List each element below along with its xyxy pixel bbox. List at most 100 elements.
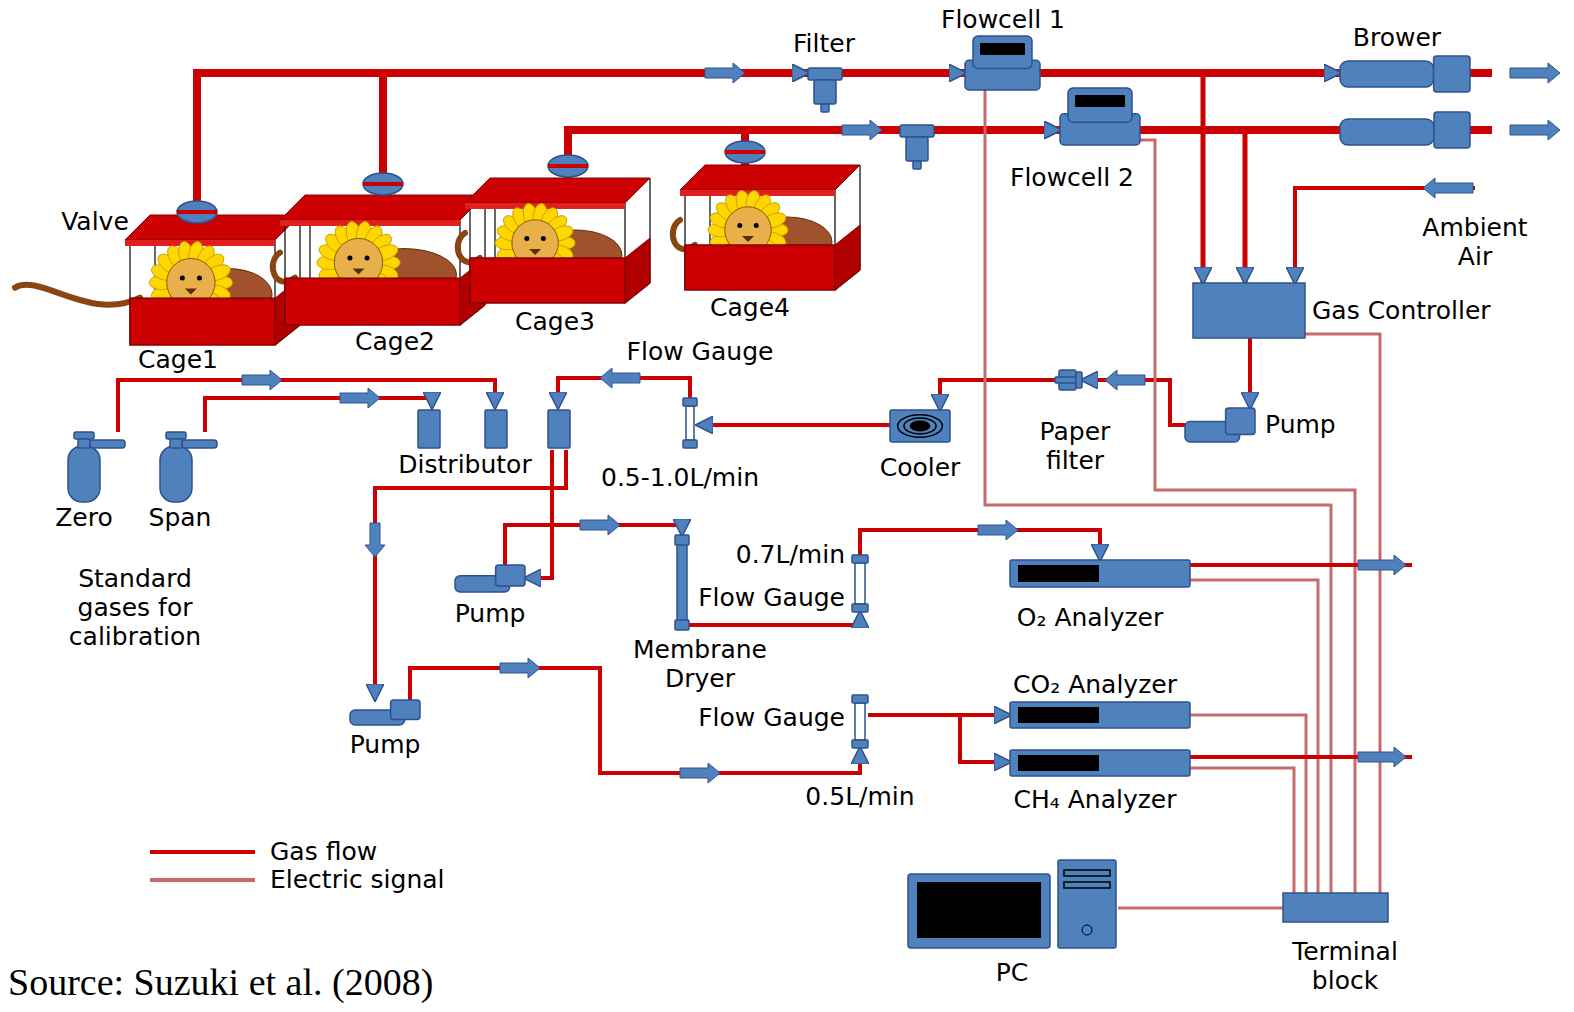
- flow-arrow: [1510, 120, 1560, 140]
- signal-wire: [1118, 907, 1283, 910]
- cage: Cage1: [130, 215, 275, 345]
- cylinder-valve: [182, 440, 217, 448]
- cylinder-valve: [90, 440, 125, 448]
- gas-line: [842, 69, 965, 77]
- analyzer-label: O₂ Analyzer: [1017, 604, 1163, 633]
- flow-arrow: [1510, 63, 1560, 83]
- flow-arrow: [680, 763, 720, 783]
- flow-gauge: 0.7L/minFlow Gauge: [852, 555, 868, 612]
- pump-icon: [1185, 408, 1255, 442]
- flow-arrow: [365, 523, 385, 557]
- cage-icon: [673, 165, 860, 290]
- flow-arrow: [680, 763, 720, 783]
- gauge-cap: [852, 555, 868, 563]
- analyzer-icon: [1010, 702, 1190, 728]
- flow-arrow: [705, 63, 745, 83]
- flow-arrow: [1423, 178, 1473, 198]
- pump: Pump: [350, 700, 420, 725]
- gauge-tube: [686, 406, 694, 440]
- pump-label: Pump: [350, 731, 421, 760]
- paper-filter: Paper filter: [1055, 368, 1082, 392]
- cylinder-head: [166, 432, 186, 439]
- cage-base-side: [835, 225, 860, 290]
- legend-text: Gas flow: [270, 838, 377, 866]
- flow-arrow: [340, 388, 380, 408]
- filter-drain: [913, 161, 921, 169]
- flow-arrow: [580, 515, 620, 535]
- blower-label: Brower: [1353, 24, 1441, 53]
- flow-arrow: [1510, 63, 1560, 83]
- pump: Pump: [455, 565, 525, 592]
- distributor-block: [418, 410, 440, 448]
- cage-base: [685, 245, 835, 290]
- flow-gauge-icon: [852, 695, 868, 748]
- gauge-cap: [683, 440, 697, 448]
- flowcell-icon: [1060, 88, 1140, 145]
- gas-line: [375, 450, 566, 700]
- flow-arrow: [1358, 747, 1406, 767]
- flowcell-icon: [965, 36, 1040, 90]
- flow-arrow: [600, 368, 640, 388]
- blower-icon: [1340, 112, 1470, 148]
- legend-line-sample: [150, 850, 255, 854]
- monitor: [908, 874, 1050, 948]
- cylinder-body: [160, 446, 192, 502]
- flowcell-label: Flowcell 1: [941, 6, 1065, 35]
- cage-icon: [458, 178, 650, 303]
- flow-arrow: [1358, 555, 1406, 575]
- pump-head: [391, 700, 420, 720]
- signal-wire: [1190, 768, 1294, 893]
- drive-bay: [1064, 870, 1110, 876]
- membrane-dryer-icon: [675, 535, 689, 630]
- flow-arrow: [1358, 555, 1406, 575]
- pump-icon: [455, 565, 525, 592]
- cooler-coil: [904, 418, 936, 434]
- part-label: Standard gases for calibration: [48, 565, 223, 651]
- gauge-cap: [852, 695, 868, 703]
- cage-base: [285, 278, 460, 325]
- cage: Cage4: [685, 165, 835, 290]
- gas-line: [689, 612, 860, 625]
- gas-controller-icon: [1193, 283, 1305, 338]
- paper-filter-label: Paper filter: [1025, 418, 1125, 476]
- gas-controller-label: Gas Controller: [1312, 297, 1491, 326]
- flow-arrow: [978, 520, 1018, 540]
- cooler-label: Cooler: [880, 454, 961, 483]
- cylinder-body: [68, 446, 100, 502]
- gas-cylinder-label: Span: [149, 504, 212, 533]
- flowcell-head: [973, 36, 1032, 68]
- valve-symbol: [363, 173, 403, 195]
- signal-wire: [1190, 715, 1306, 893]
- flow-arrow: [500, 658, 540, 678]
- analyzer-case: [1010, 702, 1190, 728]
- analyzer: O₂ Analyzer: [1010, 560, 1190, 587]
- blower-icon: [1340, 56, 1470, 92]
- gas-cylinder: Zero: [68, 432, 125, 502]
- pump-head: [496, 565, 525, 586]
- flow-arrow: [580, 515, 620, 535]
- distributor-block: [548, 410, 570, 448]
- gas-line: [940, 380, 1055, 410]
- flow-gauge: Flow Gauge0.5L/min: [852, 695, 868, 748]
- distributor-block: [485, 410, 507, 448]
- terminal-block-box: [1283, 893, 1388, 922]
- computer-icon: [908, 860, 1116, 948]
- blower-motor: [1340, 61, 1434, 87]
- flow-arrow: [842, 120, 882, 140]
- dryer-cap: [675, 535, 689, 545]
- analyzer-case: [1010, 560, 1190, 587]
- membrane-dryer: Membrane Dryer: [675, 535, 689, 630]
- flow-gauge-icon: [852, 555, 868, 612]
- pc-tower: [1058, 860, 1116, 948]
- flow-gauge-icon: [683, 398, 697, 448]
- distributor-label: Distributor: [398, 451, 531, 480]
- pump-label: Pump: [1265, 411, 1336, 440]
- cage: Cage2: [285, 195, 460, 325]
- flow-gauge-label: 0.5-1.0L/min: [601, 464, 759, 493]
- filter-cap: [808, 68, 842, 80]
- gauge-cap: [852, 740, 868, 748]
- filter-body: [814, 80, 836, 104]
- cooler-coil: [898, 415, 943, 437]
- cage-label: Cage1: [138, 346, 218, 375]
